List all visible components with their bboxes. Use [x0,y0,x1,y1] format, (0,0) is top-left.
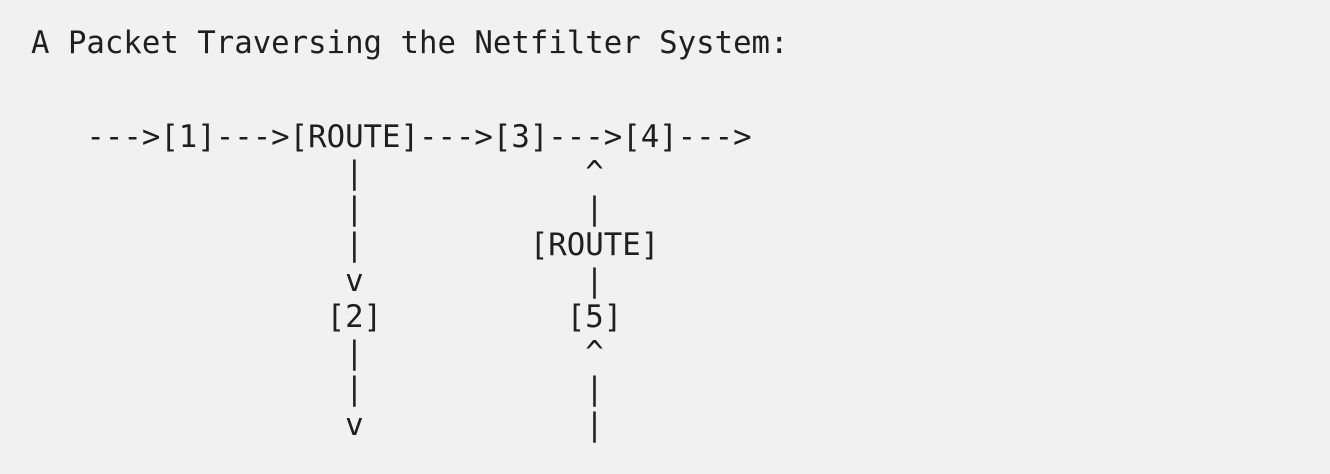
diagram-line: | ^ [31,156,604,191]
diagram-line-route-2: | [ROUTE] [31,228,660,263]
diagram-line: | | [31,372,604,407]
ascii-flow-diagram: --->[1]--->[ROUTE]--->[3]--->[4]---> | ^… [31,120,752,444]
diagram-line: v | [31,408,604,443]
page-title: A Packet Traversing the Netfilter System… [31,26,789,61]
diagram-line-nodes-2-5: [2] [5] [31,300,623,335]
diagram-line-main-flow: --->[1]--->[ROUTE]--->[3]--->[4]---> [31,120,752,155]
diagram-line: v | [31,264,604,299]
diagram-line: | | [31,192,604,227]
diagram-line: | ^ [31,336,604,371]
